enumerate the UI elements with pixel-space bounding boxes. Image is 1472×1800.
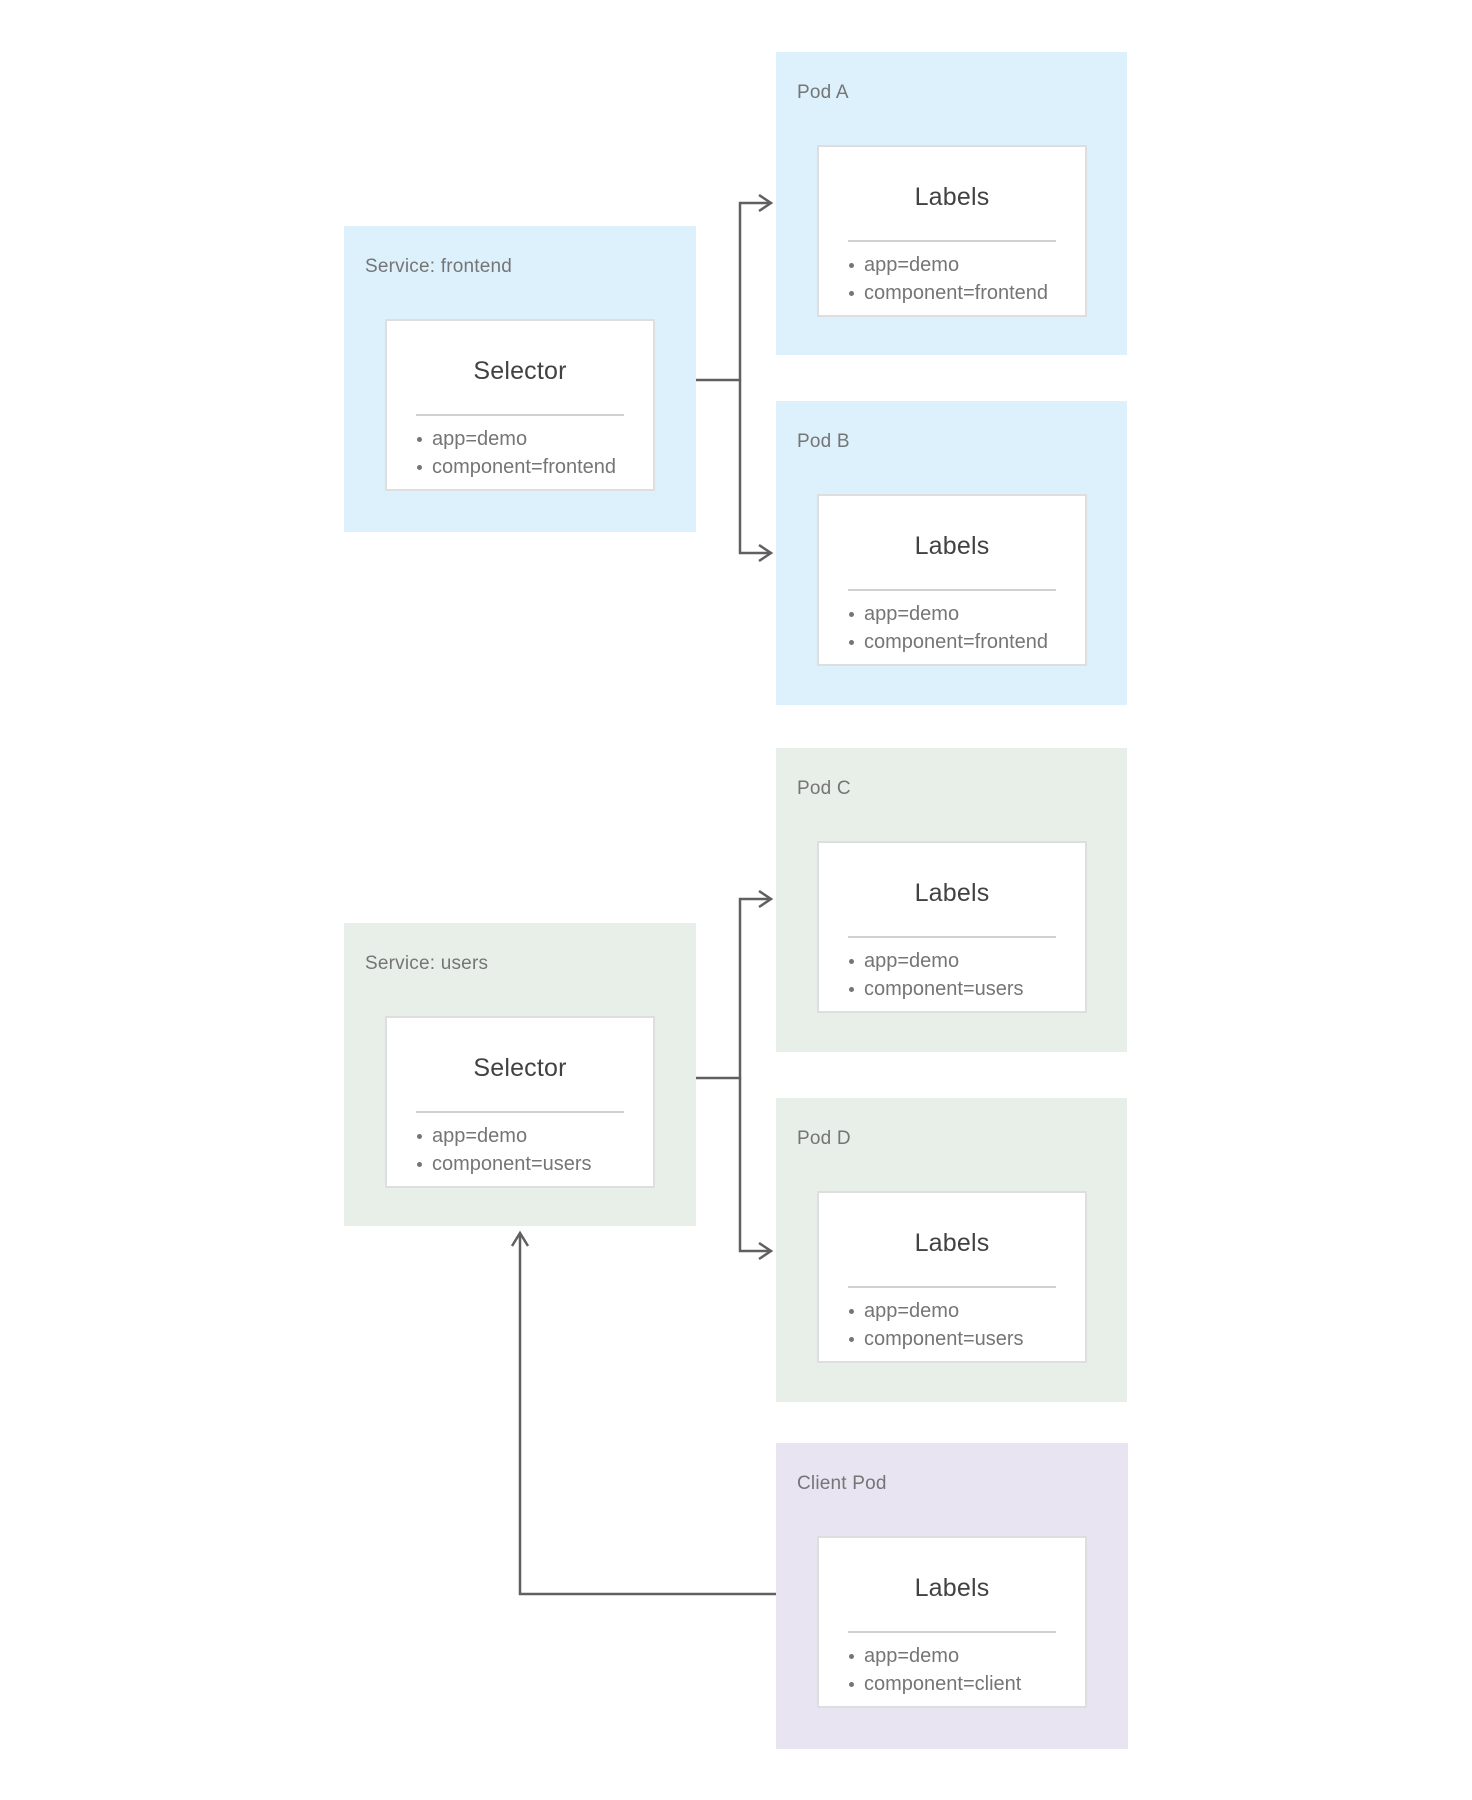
pod-d-box: Pod D Labels app=demo component=users <box>776 1098 1127 1402</box>
labels-card-title: Labels <box>914 879 990 907</box>
selector-item: component=frontend <box>416 453 647 481</box>
pod-a-box: Pod A Labels app=demo component=frontend <box>776 52 1127 355</box>
label-item: app=demo <box>848 251 1079 279</box>
client-pod-box: Client Pod Labels app=demo component=cli… <box>776 1443 1128 1749</box>
label-item: component=frontend <box>848 279 1079 307</box>
arrow-client-pod-to-service-users <box>510 1230 776 1596</box>
pod-b-box: Pod B Labels app=demo component=frontend <box>776 401 1127 705</box>
pod-d-labels-card: Labels app=demo component=users <box>817 1191 1087 1363</box>
card-divider <box>848 1286 1056 1288</box>
service-users-selector-card: Selector app=demo component=users <box>385 1016 655 1188</box>
labels-item-list: app=demo component=client <box>848 1642 1079 1698</box>
service-users-label: Service: users <box>365 953 489 974</box>
labels-card-title: Labels <box>914 183 990 211</box>
labels-item-list: app=demo component=users <box>848 947 1079 1003</box>
arrow-service-users-to-pod-c <box>695 889 774 1080</box>
pod-a-label: Pod A <box>797 82 849 103</box>
service-frontend-selector-card: Selector app=demo component=frontend <box>385 319 655 491</box>
card-divider <box>848 1631 1056 1633</box>
card-divider <box>848 589 1056 591</box>
selector-item: component=users <box>416 1150 647 1178</box>
label-item: component=frontend <box>848 628 1079 656</box>
labels-item-list: app=demo component=users <box>848 1297 1079 1353</box>
labels-item-list: app=demo component=frontend <box>848 251 1079 307</box>
labels-card-title: Labels <box>914 1229 990 1257</box>
pod-d-label: Pod D <box>797 1128 851 1149</box>
pod-c-box: Pod C Labels app=demo component=users <box>776 748 1127 1052</box>
selector-item-list: app=demo component=users <box>416 1122 647 1178</box>
pod-a-labels-card: Labels app=demo component=frontend <box>817 145 1087 317</box>
card-divider <box>416 414 624 416</box>
card-divider <box>848 936 1056 938</box>
service-frontend-box: Service: frontend Selector app=demo comp… <box>344 226 696 532</box>
pod-c-labels-card: Labels app=demo component=users <box>817 841 1087 1013</box>
label-item: component=users <box>848 1325 1079 1353</box>
service-users-box: Service: users Selector app=demo compone… <box>344 923 696 1226</box>
pod-b-label: Pod B <box>797 431 850 452</box>
client-pod-label: Client Pod <box>797 1473 887 1494</box>
card-divider <box>416 1111 624 1113</box>
client-pod-labels-card: Labels app=demo component=client <box>817 1536 1087 1708</box>
label-item: app=demo <box>848 947 1079 975</box>
pod-c-label: Pod C <box>797 778 851 799</box>
selector-item-list: app=demo component=frontend <box>416 425 647 481</box>
arrow-service-frontend-to-pod-b <box>738 380 774 563</box>
labels-card-title: Labels <box>914 1574 990 1602</box>
selector-card-title: Selector <box>473 1054 567 1082</box>
selector-card-title: Selector <box>473 357 567 385</box>
labels-item-list: app=demo component=frontend <box>848 600 1079 656</box>
arrow-service-frontend-to-pod-a <box>695 193 774 382</box>
label-item: app=demo <box>848 1642 1079 1670</box>
label-item: component=users <box>848 975 1079 1003</box>
selector-item: app=demo <box>416 425 647 453</box>
selector-item: app=demo <box>416 1122 647 1150</box>
pod-b-labels-card: Labels app=demo component=frontend <box>817 494 1087 666</box>
label-item: app=demo <box>848 1297 1079 1325</box>
label-item: component=client <box>848 1670 1079 1698</box>
card-divider <box>848 240 1056 242</box>
arrow-service-users-to-pod-d <box>738 1078 774 1261</box>
service-frontend-label: Service: frontend <box>365 256 513 277</box>
label-item: app=demo <box>848 600 1079 628</box>
labels-card-title: Labels <box>914 532 990 560</box>
